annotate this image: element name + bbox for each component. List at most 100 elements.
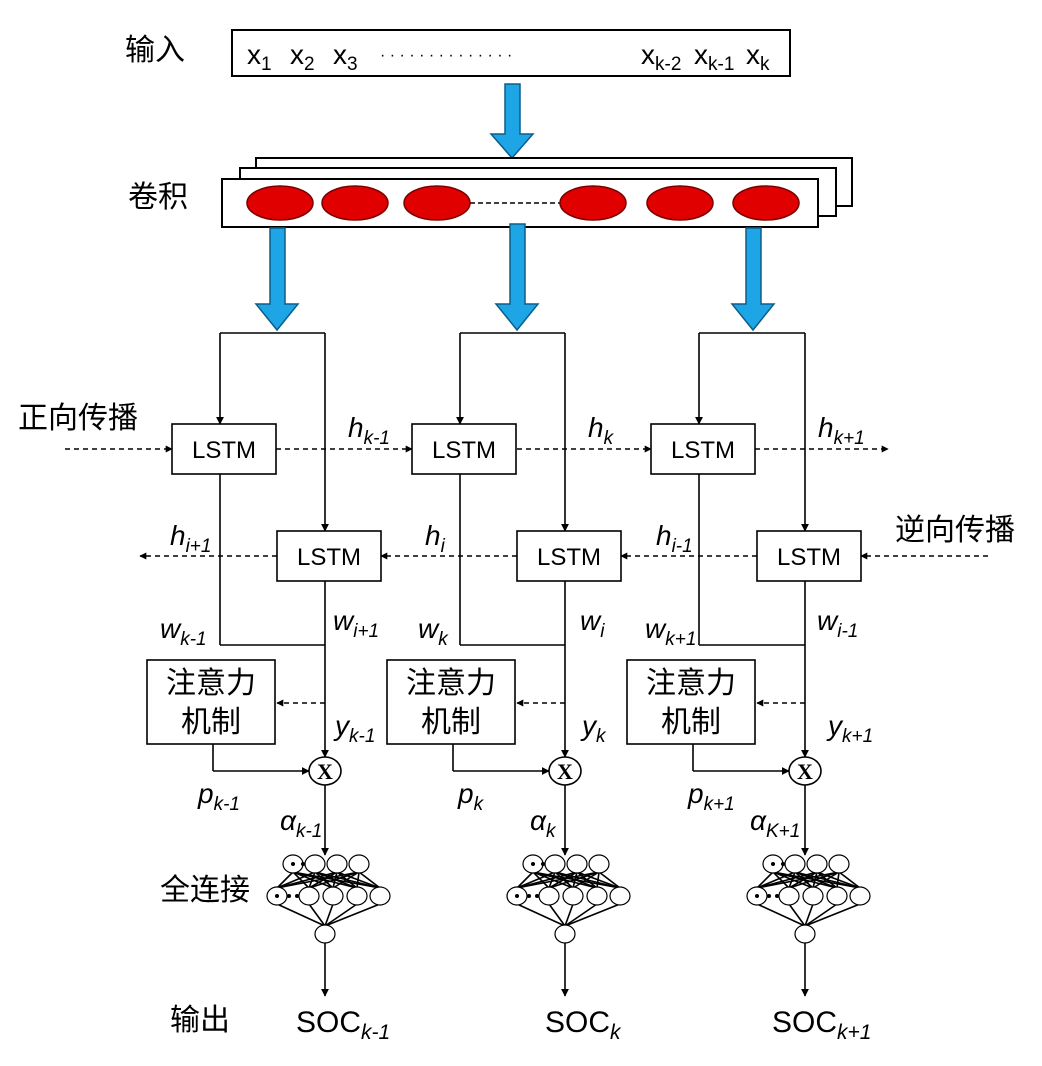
fc-edge [516,903,566,927]
fc-edge [276,871,360,889]
backward-hidden-state-label: hi [425,520,446,557]
fc-neuron [778,886,800,906]
fc-neuron [298,886,320,906]
fc-edge [276,871,316,889]
fc-edge [548,903,566,927]
input-xk-2: xk-2 [641,39,681,75]
soc-output-label: SOCk [545,1006,622,1044]
conv-node [246,185,314,221]
fc-neuron [326,854,348,874]
attention-mechanism-box [626,659,756,745]
conv-node [559,185,627,221]
weight-label-left: wk-1 [160,613,207,650]
output-label: 输出 [170,1003,230,1038]
conv-node [646,185,714,221]
attention-mechanism-box [386,659,516,745]
fc-edge [598,871,621,889]
fc-neuron [849,886,871,906]
weight-label-right: wi [580,605,605,642]
fc-edge [276,903,326,927]
fc-edge [772,871,790,889]
fully-connected-label: 全连接 [160,873,250,908]
fc-neuron [538,886,560,906]
fc-edge [812,871,840,889]
fc-edge [756,871,774,889]
fully-connected-network [266,854,391,944]
forward-hidden-state-label: hk [588,412,615,449]
fc-edge [292,871,310,889]
input-sequence: x1 x2 x3 · · · · · · · · · · · · · · xk-… [247,39,770,75]
fc-edge [564,903,621,927]
fc-edge [308,871,316,889]
forward-lstm-label: LSTM [432,437,496,464]
fc-edge [804,903,838,927]
conv-to-col2-arrow [494,223,540,332]
alpha-label: αk [530,805,557,842]
soc-output-label: SOCk-1 [296,1006,390,1044]
weight-label-left: wk [418,613,449,650]
fc-neuron [588,854,610,874]
attention-mechanism-box [146,659,276,745]
backward-lstm-label: LSTM [537,544,601,571]
input-x1: x1 [247,39,272,75]
backward-lstm-label: LSTM [777,544,841,571]
conv-node [732,185,800,221]
fc-edge [292,871,334,889]
fc-dot [531,862,535,866]
attention-label-line1: 注意力 [646,666,736,701]
fc-neuron [609,886,631,906]
fc-neuron [806,854,828,874]
forward-hidden-state-label: hk+1 [818,412,865,449]
attention-label-line1: 注意力 [166,666,256,701]
fc-neuron [322,886,344,906]
fc-neuron [304,854,326,874]
p-label: pk-1 [197,778,240,815]
fc-edge [516,871,534,889]
multiply-symbol: X [797,759,813,784]
fc-edge [596,871,600,889]
fc-edge [324,903,381,927]
fc-output-neuron [794,924,816,944]
fc-dot [755,894,759,898]
backward-lstm-label: LSTM [297,544,361,571]
fc-edge [358,871,381,889]
fc-edge [548,871,578,889]
y-output-label: yk-1 [333,710,375,747]
p-label: pk+1 [687,778,735,815]
fc-neuron [346,886,368,906]
fc-edge [804,903,861,927]
fc-neuron [802,886,824,906]
conv-to-col3-arrow [730,227,776,332]
fc-edge [548,871,556,889]
fc-dot [295,894,299,898]
input-to-conv-arrow [489,83,535,160]
input-label: 输入 [125,33,185,68]
backward-lstm-box [516,530,622,582]
conv-node [321,185,389,221]
fc-edge [516,871,600,889]
fc-neuron [586,886,608,906]
fc-output-neuron [314,924,336,944]
fully-connected-network [506,854,631,944]
input-x2: x2 [290,39,315,75]
fc-edge [804,903,814,927]
fc-neuron [784,854,806,874]
fc-neuron [544,854,566,874]
fc-edge [564,903,574,927]
fc-edge [788,871,796,889]
multiply-symbol: X [557,759,573,784]
fc-dot [535,894,539,898]
fc-edge [324,903,358,927]
y-output-label: yk+1 [826,710,873,747]
fc-dot [301,862,305,866]
weight-label-left: wk+1 [645,613,696,650]
fc-dot [767,894,771,898]
fc-dot [275,894,279,898]
attention-label-line2: 机制 [421,705,481,740]
fc-edge [516,871,556,889]
fc-dot [775,894,779,898]
weight-label-right: wi-1 [817,605,858,642]
